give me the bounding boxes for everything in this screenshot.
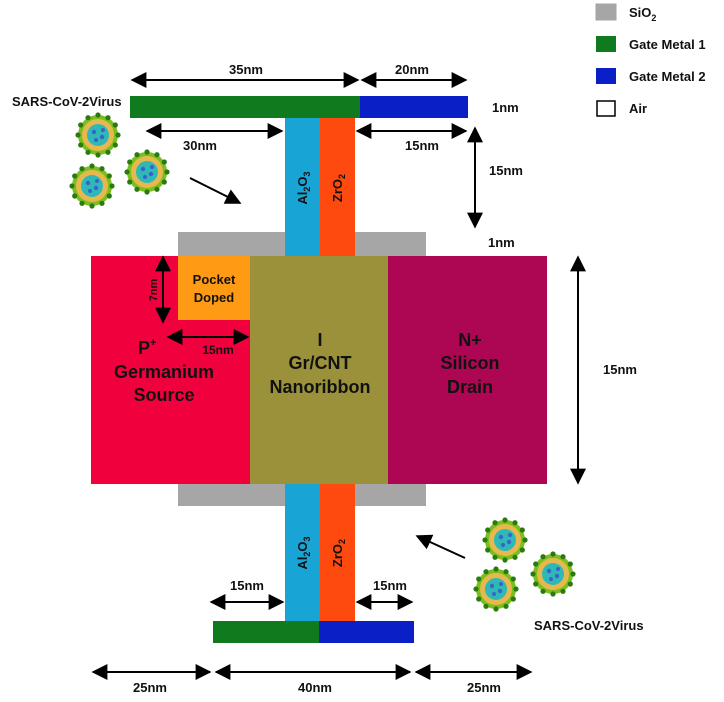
dim-label-top-right-gate: 20nm <box>395 62 429 77</box>
legend-label-gate-metal-1: Gate Metal 1 <box>629 37 706 52</box>
drain-region <box>388 256 547 484</box>
virus-arrow-bottom <box>415 534 466 559</box>
dim-label-bottom-right-inner: 15nm <box>373 578 407 593</box>
source-name-label: Source <box>133 385 194 405</box>
dim-label-pocket-height: 7nm <box>148 278 160 301</box>
legend-label-gate-metal-2: Gate Metal 2 <box>629 69 706 84</box>
bottom-zro2-pillar <box>320 484 355 621</box>
dim-label-top-right-inner: 15nm <box>405 138 439 153</box>
top-al2o3-label: Al2O3 <box>295 171 312 204</box>
virus-cluster-bottom <box>473 517 576 612</box>
legend-swatch-gate-metal-2 <box>596 68 616 84</box>
dim-label-sio2-thickness: 1nm <box>488 235 515 250</box>
drain-material-label: Silicon <box>440 353 499 373</box>
dim-label-bottom-right: 25nm <box>467 680 501 695</box>
legend: SiO2 Gate Metal 1 Gate Metal 2 Air <box>595 3 706 117</box>
top-gate-metal-2 <box>360 96 468 118</box>
drain-type-label: N+ <box>458 330 482 350</box>
channel-type-label: I <box>317 330 322 350</box>
top-zro2-label: ZrO2 <box>330 174 347 202</box>
source-type-label: P+ <box>138 337 156 358</box>
dim-label-body-height: 15nm <box>603 362 637 377</box>
top-zro2-pillar <box>320 118 355 256</box>
legend-swatch-gate-metal-1 <box>596 36 616 52</box>
channel-material-label: Gr/CNT <box>289 353 352 373</box>
pocket-doped-region <box>178 256 250 320</box>
pocket-label-line2: Doped <box>194 290 235 305</box>
virus-label-bottom: SARS-CoV-2Virus <box>534 618 644 633</box>
legend-swatch-air <box>596 100 616 117</box>
dim-label-bottom-left: 25nm <box>133 680 167 695</box>
bottom-al2o3-pillar <box>285 484 320 621</box>
legend-label-sio2: SiO2 <box>629 5 656 23</box>
virus-arrow-top <box>189 177 242 204</box>
dim-label-gate-thickness: 1nm <box>492 100 519 115</box>
source-material-label: Germanium <box>114 362 214 382</box>
dim-label-top-left-inner: 30nm <box>183 138 217 153</box>
virus-particle <box>473 566 519 612</box>
bottom-zro2-label: ZrO2 <box>330 539 347 567</box>
dim-label-pocket-width: 15nm <box>202 343 233 357</box>
dim-label-bottom-left-inner: 15nm <box>230 578 264 593</box>
dim-label-oxide-height: 15nm <box>489 163 523 178</box>
legend-label-air: Air <box>629 101 647 116</box>
channel-name-label: Nanoribbon <box>270 377 371 397</box>
dim-label-top-left-gate: 35nm <box>229 62 263 77</box>
channel-region <box>250 256 388 484</box>
pocket-label-line1: Pocket <box>193 272 236 287</box>
bottom-gate-metal-2 <box>319 621 414 643</box>
virus-particle <box>530 551 576 597</box>
virus-particle <box>482 517 528 563</box>
virus-cluster-top <box>69 112 170 209</box>
drain-name-label: Drain <box>447 377 493 397</box>
virus-particle <box>69 163 115 209</box>
virus-particle <box>75 112 121 158</box>
bottom-gate-metal-1 <box>213 621 319 643</box>
bottom-al2o3-label: Al2O3 <box>295 536 312 569</box>
top-al2o3-pillar <box>285 118 320 256</box>
top-gate-metal-1 <box>130 96 360 118</box>
virus-label-top: SARS-CoV-2Virus <box>12 94 122 109</box>
dim-label-bottom-mid: 40nm <box>298 680 332 695</box>
legend-swatch-sio2 <box>595 3 617 21</box>
virus-particle <box>124 149 170 195</box>
